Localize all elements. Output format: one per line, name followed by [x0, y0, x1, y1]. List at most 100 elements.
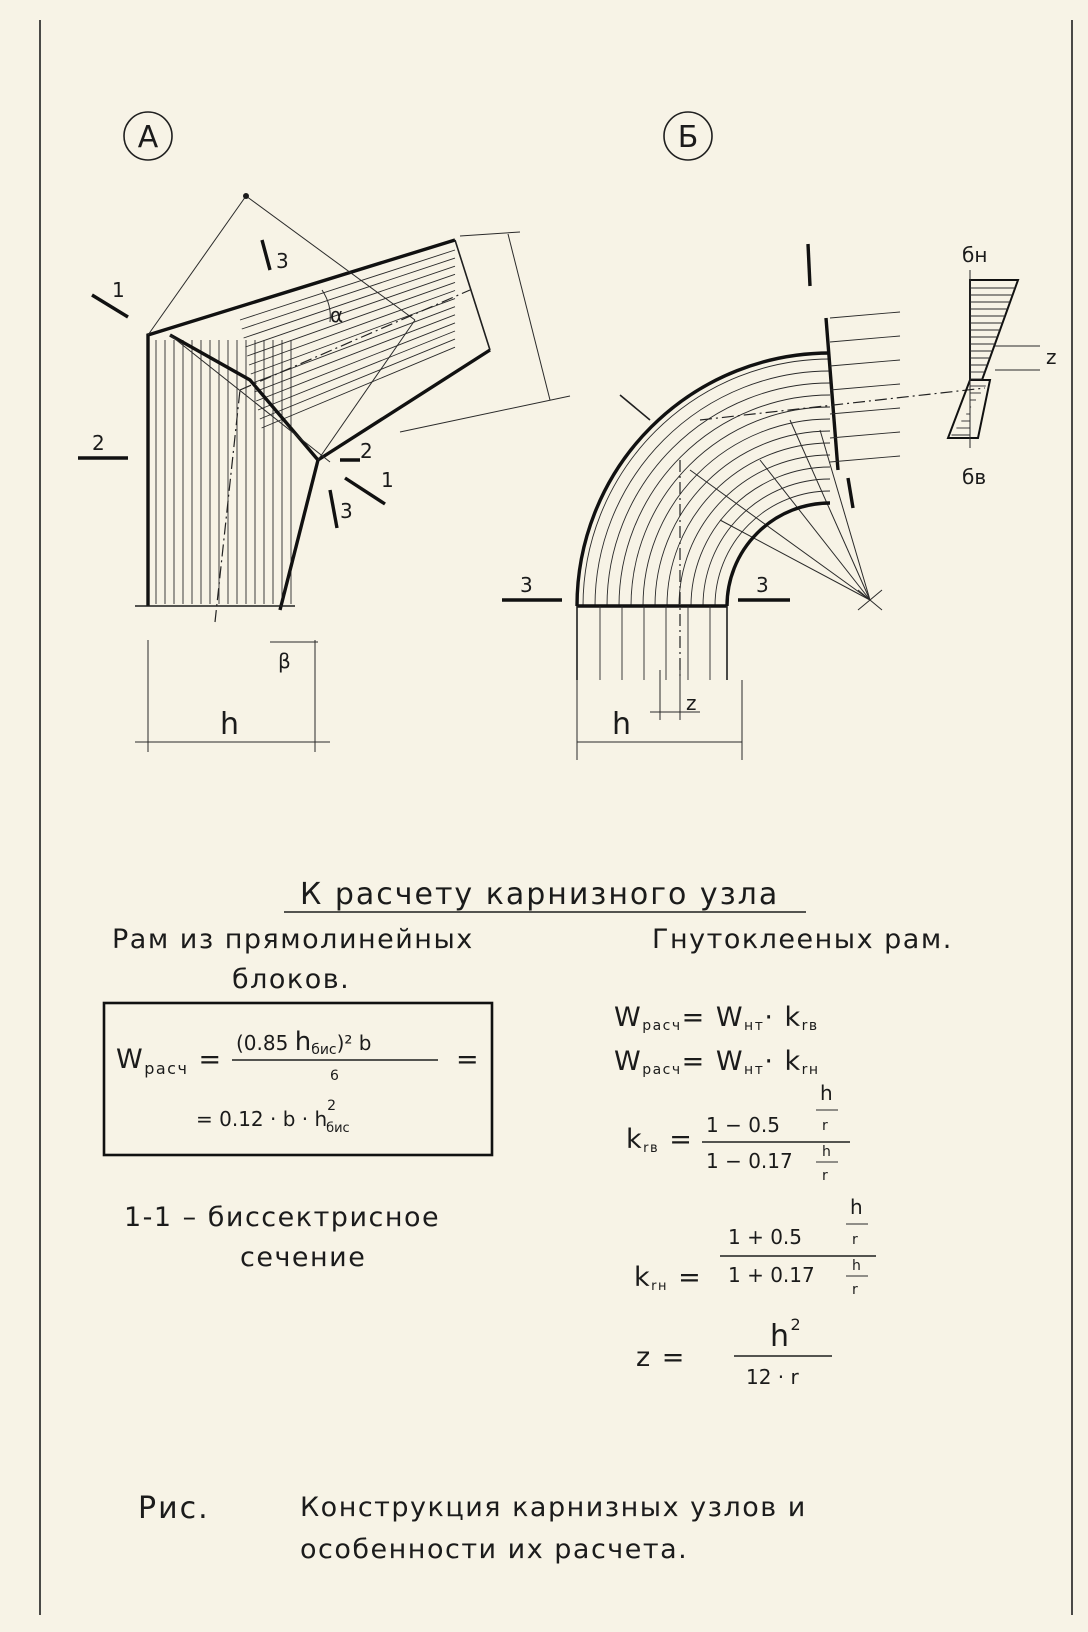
fig-b-lamination [618, 394, 831, 607]
fig-b-sigma-bot: бв [962, 465, 986, 489]
figure-a: А 1 3 α 2 [78, 111, 571, 752]
fig-b-lamination [690, 466, 831, 607]
fig-a-grain-line [248, 290, 456, 366]
w-calc-numerator: (0.85 hбис)² b [236, 1027, 372, 1058]
fig-b-lamination [666, 442, 831, 607]
k-rv-lhs: krв = [626, 1124, 693, 1156]
fig-a-sec3-right: 3 [340, 499, 353, 523]
fig-a-construct-line-1 [147, 195, 247, 336]
figure-a-label: А [138, 120, 159, 155]
fig-b-lamination [678, 454, 831, 607]
fig-a-grain-line [256, 322, 456, 402]
figure-b-label: Б [678, 120, 699, 155]
k-rv-num-r: r [822, 1118, 828, 1134]
fig-a-grain-line [241, 257, 456, 330]
k-rn-den-r: r [852, 1282, 858, 1298]
k-rv-numerator: 1 − 0.5 [706, 1113, 780, 1137]
z-denominator: 12 · r [746, 1365, 800, 1389]
bisector-note-2: сечение [240, 1242, 366, 1273]
left-heading-1: Рам из прямолинейных [112, 924, 474, 955]
fig-b-lamination [714, 490, 831, 607]
fig-b-beam-stub [829, 311, 901, 463]
z-lhs: z = [636, 1342, 686, 1373]
fig-a-sec2-left: 2 [92, 431, 105, 455]
fig-a-sec2-right: 2 [360, 439, 373, 463]
fig-a-sec1-top: 1 [112, 278, 125, 302]
fig-b-ray [719, 519, 871, 601]
k-rn-num-h: h [850, 1195, 863, 1219]
fig-b-ray [689, 469, 871, 601]
z-numerator: h2 [770, 1315, 802, 1354]
fig-a-bisector [169, 334, 331, 463]
k-rn-numerator: 1 + 0.5 [728, 1225, 802, 1249]
fig-b-lamination [630, 406, 831, 607]
fig-b-ray [789, 419, 871, 601]
fig-b-ray [819, 429, 871, 601]
fig-b-lamination [702, 478, 831, 607]
right-heading: Гнутоклееных рам. [652, 924, 953, 955]
fig-a-alpha: α [330, 303, 343, 327]
fig-a-dim-line-2 [399, 395, 571, 433]
fig-a-grain-line [261, 346, 456, 429]
w-calc-eq-end: = [456, 1044, 480, 1075]
k-rn-denominator: 1 + 0.17 [728, 1263, 815, 1287]
fig-b-outer-curve [575, 351, 831, 607]
fig-b-radial-lines [689, 419, 871, 601]
fig-a-grain-line [239, 249, 456, 321]
fig-a-sec3-top: 3 [276, 249, 289, 273]
fig-a-beam-axis [239, 289, 471, 391]
fig-a-dim-line-1 [459, 231, 521, 237]
fig-b-ray [759, 459, 871, 601]
fig-b-beam-line [829, 359, 901, 367]
fig-a-miter-joint [169, 333, 320, 462]
fig-b-diag-mark [619, 394, 651, 421]
fig-a-grain-line [247, 281, 456, 357]
fig-b-centre-x2 [857, 589, 883, 611]
fig-b-section-1 [824, 317, 840, 471]
fig-b-lamination [606, 382, 831, 607]
bisector-note-1: 1-1 – биссектрисное [124, 1202, 440, 1233]
fig-b-sec1-top-mark [806, 243, 812, 287]
fig-a-column-outer [146, 238, 456, 606]
fig-b-beam-line [829, 407, 901, 415]
fig-b-lamination [642, 418, 831, 607]
k-rn-den-h: h [852, 1258, 861, 1274]
fig-a-point [243, 193, 249, 199]
fig-b-lamination [582, 358, 831, 607]
fig-b-column-stub [599, 606, 711, 680]
fig-b-laminations [582, 358, 831, 607]
fig-a-sec1r-mark [344, 476, 386, 506]
w-calc-denominator: 6 [330, 1068, 339, 1084]
fig-b-beam-line [829, 335, 901, 343]
fig-a-sec3-mark [260, 239, 272, 271]
fig-a-hatching [155, 249, 456, 604]
fig-a-grain-line [254, 314, 456, 393]
fig-a-construct-line-2 [245, 195, 416, 321]
fig-b-inner-curve [725, 501, 831, 607]
fig-a-beta: β [278, 649, 291, 673]
fig-a-beam-inner [317, 348, 491, 462]
fig-b-beam-axis [699, 387, 986, 421]
fig-a-alpha-arc [321, 289, 331, 323]
fig-b-sec3-left: 3 [520, 573, 533, 597]
fig-a-grain-line [259, 338, 456, 420]
figure-b: Б [502, 111, 1057, 760]
caption-line-2: особенности их расчета. [300, 1534, 688, 1565]
fig-a-beam-end [454, 239, 491, 351]
caption-line-1: Конструкция карнизных узлов и [300, 1492, 807, 1523]
fig-b-sec3-right: 3 [756, 573, 769, 597]
fig-b-beam-line [829, 431, 901, 439]
w-formula-1: Wрасч= Wнт· krв [614, 1002, 819, 1034]
fig-b-z-bottom: z [686, 691, 697, 715]
fig-a-sec3r-mark [328, 489, 339, 529]
w-formula-2: Wрасч= Wнт· krн [614, 1046, 820, 1078]
fig-a-inner-corner [278, 459, 320, 611]
k-rv-den-h: h [822, 1144, 831, 1160]
caption-label: Рис. [138, 1491, 210, 1526]
fig-b-sigma-top: бн [962, 243, 987, 267]
left-heading-2: блоков. [232, 964, 350, 995]
fig-b-lamination [594, 370, 831, 607]
fig-a-grain-line [257, 330, 456, 411]
fig-b-beam-line [829, 311, 901, 319]
